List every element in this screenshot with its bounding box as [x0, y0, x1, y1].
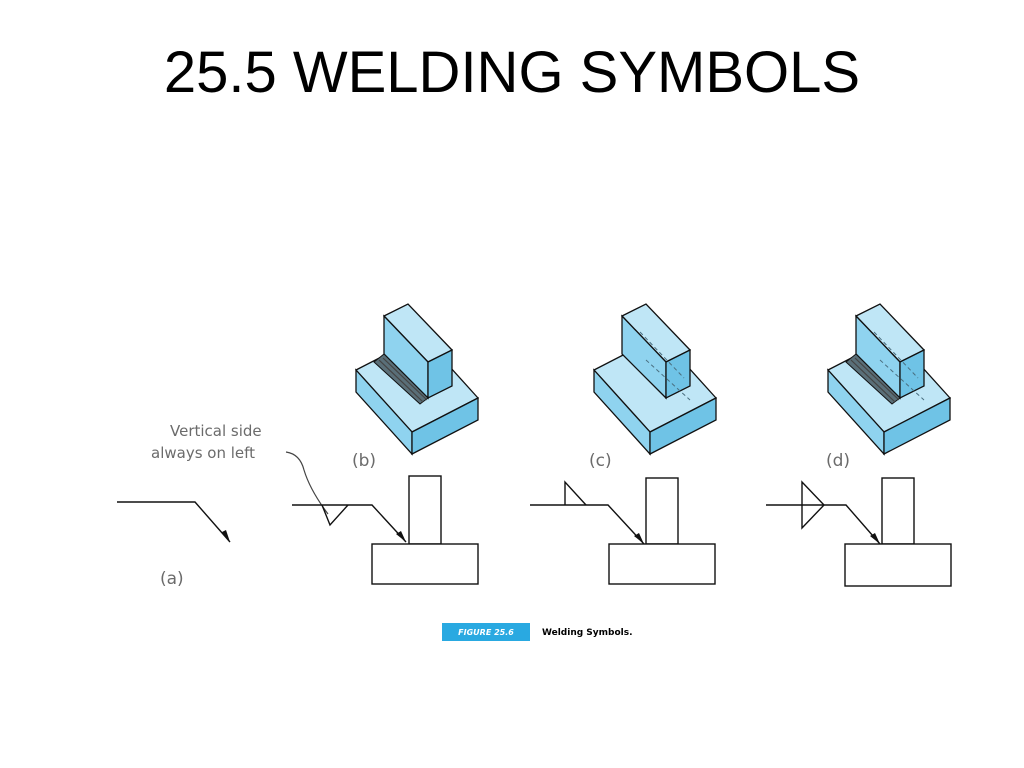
- caption-badge: [442, 623, 530, 641]
- weld-bead: [373, 353, 429, 405]
- upright-side: [427, 348, 453, 400]
- note-line-2: always on left: [151, 444, 255, 462]
- joint-upright: [881, 477, 915, 545]
- weld-bead: [845, 353, 901, 405]
- caption-text: Welding Symbols.: [542, 628, 633, 638]
- joint-base: [608, 543, 716, 585]
- label-a: (a): [160, 569, 184, 589]
- weld-symbol-b: [292, 475, 479, 585]
- caption-badge-text: FIGURE 25.6: [458, 628, 514, 637]
- arrowhead: [396, 531, 406, 542]
- label-b: (b): [352, 451, 376, 471]
- note-leader: [285, 451, 329, 515]
- fillet-symbol-both-sides: [801, 480, 825, 530]
- label-c: (c): [589, 451, 612, 471]
- basic-weld-symbol-a: [117, 501, 231, 543]
- joint-upright: [408, 475, 442, 545]
- base-side: [411, 396, 479, 456]
- arrowhead: [222, 530, 230, 542]
- joint-upright: [645, 477, 679, 545]
- isometric-part-d: [826, 303, 952, 456]
- isometric-part-c: [592, 303, 718, 456]
- fillet-symbol-arrow-side: [321, 504, 349, 527]
- arrowhead: [634, 533, 644, 544]
- label-d: (d): [826, 451, 850, 471]
- weld-symbol-c: [530, 477, 716, 585]
- slide-title: 25.5 WELDING SYMBOLS: [163, 40, 861, 105]
- joint-base: [844, 543, 952, 587]
- hidden-weld-lines: [639, 331, 691, 401]
- hidden-weld-lines: [873, 331, 925, 401]
- upright-side: [665, 348, 691, 400]
- reference-line: [766, 504, 881, 545]
- reference-line: [292, 504, 407, 543]
- weld-symbol-d: [766, 477, 952, 587]
- base-side: [883, 396, 951, 456]
- reference-line: [530, 504, 645, 545]
- base-side: [649, 396, 717, 456]
- fillet-symbol-other-side: [564, 480, 587, 506]
- joint-base: [371, 543, 479, 585]
- upright-side: [899, 348, 925, 400]
- arrowhead: [870, 533, 880, 544]
- isometric-part-b: [354, 303, 480, 456]
- note-line-1: Vertical side: [170, 422, 262, 440]
